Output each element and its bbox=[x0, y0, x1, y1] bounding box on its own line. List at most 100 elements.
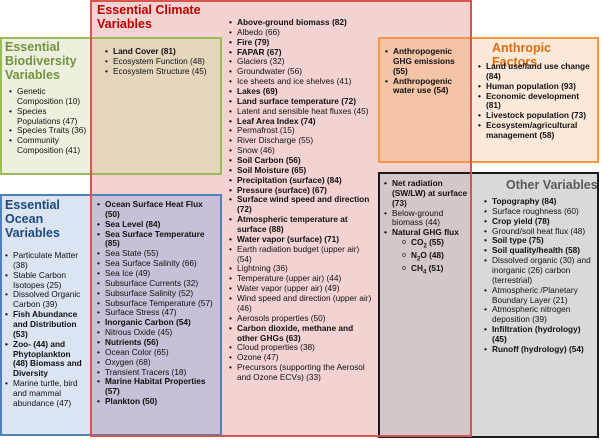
variable-item: Leaf Area Index (74) bbox=[229, 116, 373, 127]
variable-item: Atmospheric nitrogen deposition (39) bbox=[484, 305, 596, 325]
variable-item: Wind speed and direction (upper air) (46… bbox=[229, 293, 373, 314]
variable-item: Dissolved Organic Carbon (39) bbox=[5, 290, 87, 310]
variable-item: Oxygen (68) bbox=[97, 357, 218, 368]
variable-item: Sea Surface Temperature (85) bbox=[97, 229, 218, 250]
variable-item: Atmospheric /Planetary Boundary Layer (2… bbox=[484, 285, 596, 306]
variable-item: Subsurface Salinity (52) bbox=[97, 288, 218, 299]
variable-item: Transient Tracers (18) bbox=[97, 367, 218, 378]
n2o-item: N2O (48) bbox=[402, 250, 472, 264]
variable-item: Soil quality/health (58) bbox=[484, 245, 596, 256]
variable-item: Latent and sensible heat fluxes (45) bbox=[229, 106, 373, 117]
variable-item: Community Composition (41) bbox=[9, 135, 89, 156]
variable-item: Carbon dioxide, methane and other GHGs (… bbox=[229, 323, 373, 344]
variable-item: Subsurface Currents (32) bbox=[97, 278, 218, 289]
variable-item: Fire (79) bbox=[229, 37, 373, 48]
variable-item: Sea Ice (49) bbox=[97, 268, 218, 279]
biodiversity-title: Essential Biodiversity Variables bbox=[5, 40, 77, 82]
variable-item: Human population (93) bbox=[478, 81, 596, 92]
variable-item: Precursors (supporting the Aerosol and O… bbox=[229, 362, 373, 383]
variable-item: Aerosols properties (50) bbox=[229, 313, 373, 324]
climate-biodiversity-list: Land Cover (81)Ecosystem Function (48)Ec… bbox=[105, 46, 218, 77]
variable-item: FAPAR (67) bbox=[229, 47, 373, 58]
variable-item: Earth radiation budget (upper air) (54) bbox=[229, 244, 373, 265]
climate-anthropic-list: Anthropogenic GHG emissions (55)Anthropo… bbox=[385, 46, 469, 97]
variable-item: Runoff (hydrology) (54) bbox=[484, 344, 596, 355]
variable-item: Infiltration (hydrology) (45) bbox=[484, 324, 596, 345]
variable-item: Soil type (75) bbox=[484, 236, 596, 247]
anthropic-border bbox=[378, 37, 599, 163]
variable-item: Ocean Color (65) bbox=[97, 347, 218, 358]
variable-item: Temperature (upper air) (44) bbox=[229, 273, 373, 284]
variable-item: Ground/soil heat flux (48) bbox=[484, 226, 596, 237]
co2-item: CO2 (55) bbox=[402, 237, 472, 251]
variable-item: Plankton (50) bbox=[97, 396, 218, 407]
variable-item: Above-ground biomass (82) bbox=[229, 17, 373, 28]
variable-item: Anthropogenic water use (54) bbox=[385, 76, 469, 97]
natural-ghg-sublist: CO2 (55) N2O (48) CH4 (51) bbox=[392, 237, 472, 277]
variable-item: Ecosystem Function (48) bbox=[105, 56, 218, 67]
variable-item: Sea Level (84) bbox=[97, 219, 218, 230]
variable-item: Surface Stress (47) bbox=[97, 308, 218, 319]
variable-item: Soil Carbon (56) bbox=[229, 155, 373, 166]
variable-item: Economic development (81) bbox=[478, 91, 596, 112]
variable-item: Lightning (36) bbox=[229, 264, 373, 275]
variable-item: Nutrients (56) bbox=[97, 337, 218, 348]
variable-item: Ocean Surface Heat Flux (50) bbox=[97, 199, 218, 220]
variable-item: Soil Moisture (65) bbox=[229, 165, 373, 176]
variable-item: Livestock population (73) bbox=[478, 110, 596, 121]
variable-item: Cloud properties (38) bbox=[229, 342, 373, 353]
other-list: Topography (84)Surface roughness (60)Cro… bbox=[484, 196, 596, 355]
variable-item: Ice sheets and ice shelves (41) bbox=[229, 76, 373, 87]
climate-title: Essential Climate Variables bbox=[97, 3, 201, 31]
other-border bbox=[378, 172, 599, 438]
variable-item: Surface roughness (60) bbox=[484, 206, 596, 217]
variable-item: Fish Abundance and Distribution (53) bbox=[5, 309, 87, 340]
anthropic-list: Land use/land use change (84)Human popul… bbox=[478, 61, 596, 141]
variable-item: Marine Habitat Properties (57) bbox=[97, 377, 218, 397]
variable-item: Groundwater (56) bbox=[229, 66, 373, 77]
variable-item: Subsurface Temperature (57) bbox=[97, 298, 218, 309]
variable-item: Marine turtle, bird and mammal abundance… bbox=[5, 378, 87, 409]
variable-item: Ozone (47) bbox=[229, 352, 373, 363]
biodiversity-border bbox=[0, 37, 222, 175]
variable-item: Lakes (69) bbox=[229, 86, 373, 97]
variable-item: Particulate Matter (38) bbox=[5, 250, 87, 271]
natural-ghg-label: Natural GHG flux bbox=[392, 227, 459, 238]
climate-ocean-list: Ocean Surface Heat Flux (50)Sea Level (8… bbox=[97, 199, 218, 407]
climate-list: Above-ground biomass (82)Albedo (66)Fire… bbox=[229, 17, 373, 383]
variable-item: Land surface temperature (72) bbox=[229, 96, 373, 107]
variable-item: Sea Surface Salinity (66) bbox=[97, 258, 218, 269]
ocean-list: Particulate Matter (38)Stable Carbon Iso… bbox=[5, 250, 87, 409]
variable-item: Topography (84) bbox=[484, 196, 596, 207]
variable-item: Pressure (surface) (67) bbox=[229, 185, 373, 196]
variable-item: Water vapor (upper air) (49) bbox=[229, 283, 373, 294]
variable-item: Snow (46) bbox=[229, 145, 373, 156]
variable-item: Surface wind speed and direction (72) bbox=[229, 195, 373, 215]
variable-item: Nitrous Oxide (45) bbox=[97, 327, 218, 338]
variable-item: Permafrost (15) bbox=[229, 126, 373, 137]
variable-item: Dissolved organic (30) and inorganic (26… bbox=[484, 255, 596, 286]
variable-item: Water vapor (surface) (71) bbox=[229, 234, 373, 245]
variable-item: Land Cover (81) bbox=[105, 46, 218, 57]
variable-item: Genetic Composition (10) bbox=[9, 86, 89, 107]
net-radiation-item: Net radiation (SW/LW) at surface (73) bbox=[384, 178, 472, 209]
variable-item: Ecosystem/agricultural management (58) bbox=[478, 120, 596, 141]
natural-ghg-item: Natural GHG flux CO2 (55) N2O (48) CH4 (… bbox=[384, 227, 472, 277]
climate-other-list: Net radiation (SW/LW) at surface (73) Be… bbox=[384, 178, 472, 277]
biodiversity-list: Genetic Composition (10)Species Populati… bbox=[9, 86, 89, 156]
variable-item: Albedo (66) bbox=[229, 27, 373, 38]
variable-item: Glaciers (32) bbox=[229, 57, 373, 68]
below-ground-item: Below-ground biomass (44) bbox=[384, 208, 472, 229]
variable-item: Anthropogenic GHG emissions (55) bbox=[385, 46, 469, 77]
variable-item: Zoo- (44) and Phytoplankton (48) Biomass… bbox=[5, 339, 87, 379]
variable-item: Species Traits (36) bbox=[9, 126, 89, 137]
variable-item: Sea State (55) bbox=[97, 248, 218, 259]
other-title: Other Variables bbox=[506, 178, 598, 192]
variable-item: Land use/land use change (84) bbox=[478, 61, 596, 82]
ch4-item: CH4 (51) bbox=[402, 263, 472, 277]
variable-item: Species Populations (47) bbox=[9, 106, 89, 127]
variable-item: River Discharge (55) bbox=[229, 135, 373, 146]
variable-item: Atmospheric temperature at surface (88) bbox=[229, 214, 373, 235]
variable-item: Crop yield (78) bbox=[484, 216, 596, 227]
variable-item: Ecosystem Structure (45) bbox=[105, 66, 218, 77]
